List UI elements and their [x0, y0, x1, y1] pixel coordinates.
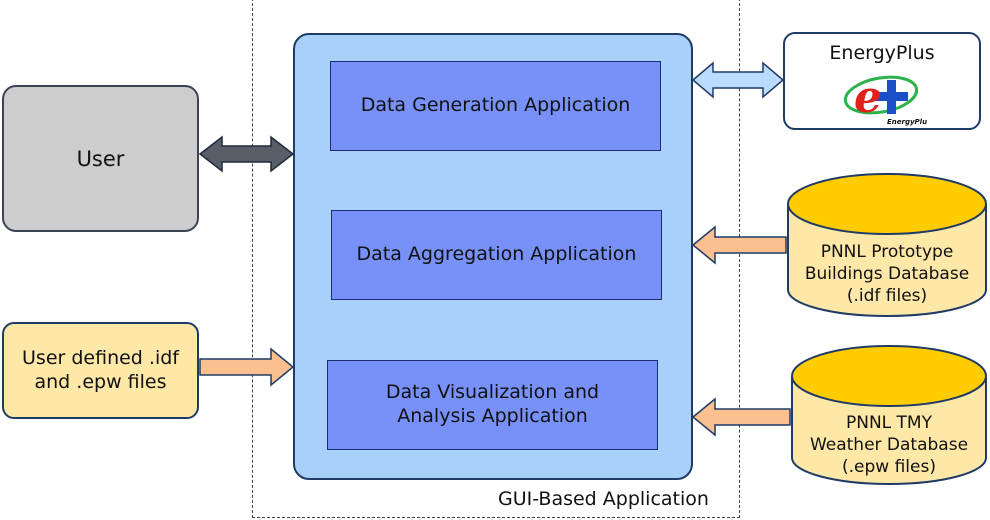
- prototype-db-line3: (.idf files): [846, 285, 928, 306]
- data-visualization-app-box: Data Visualization and Analysis Applicat…: [327, 360, 658, 450]
- prototype-db-line2: Buildings Database: [804, 264, 970, 285]
- energyplus-title: EnergyPlus: [829, 42, 935, 64]
- gui-energyplus-double-arrow: [691, 61, 785, 99]
- weather-db-line2: Weather Database: [809, 435, 969, 456]
- data-aggregation-app-label: Data Aggregation Application: [356, 243, 637, 266]
- user-files-label-line1: User defined .idf: [22, 346, 179, 369]
- weather-db-arrow: [691, 397, 791, 437]
- gui-application-label: GUI-Based Application: [498, 488, 709, 510]
- user-box: User: [2, 85, 199, 232]
- prototype-db-line1: PNNL Prototype: [820, 242, 954, 263]
- user-files-label-line2: and .epw files: [34, 370, 167, 393]
- weather-db-line1: PNNL TMY: [845, 413, 932, 434]
- prototype-db-arrow: [691, 225, 787, 265]
- user-defined-files-box: User defined .idf and .epw files: [2, 322, 199, 419]
- data-visualization-app-label-line2: Analysis Application: [397, 405, 588, 427]
- data-generation-app-label: Data Generation Application: [360, 94, 631, 117]
- user-files-arrow: [199, 347, 295, 387]
- weather-database-label: PNNL TMY Weather Database (.epw files): [790, 410, 988, 482]
- energyplus-box: EnergyPlus e EnergyPlus: [783, 32, 981, 130]
- data-generation-app-box: Data Generation Application: [330, 61, 661, 151]
- gui-application-frame: [252, 0, 740, 518]
- data-aggregation-app-box: Data Aggregation Application: [331, 210, 662, 300]
- energyplus-logo-icon: e EnergyPlus: [843, 72, 927, 126]
- energyplus-logo-caption: EnergyPlus: [887, 118, 927, 126]
- data-visualization-app-label-line1: Data Visualization and: [385, 381, 600, 404]
- weather-db-line3: (.epw files): [842, 456, 936, 477]
- svg-text:e: e: [854, 72, 882, 123]
- prototype-database-label: PNNL Prototype Buildings Database (.idf …: [786, 238, 988, 312]
- user-label: User: [76, 146, 125, 171]
- prototype-database-cylinder: [787, 173, 987, 317]
- weather-database-cylinder: [791, 345, 987, 485]
- user-gui-double-arrow: [198, 135, 295, 173]
